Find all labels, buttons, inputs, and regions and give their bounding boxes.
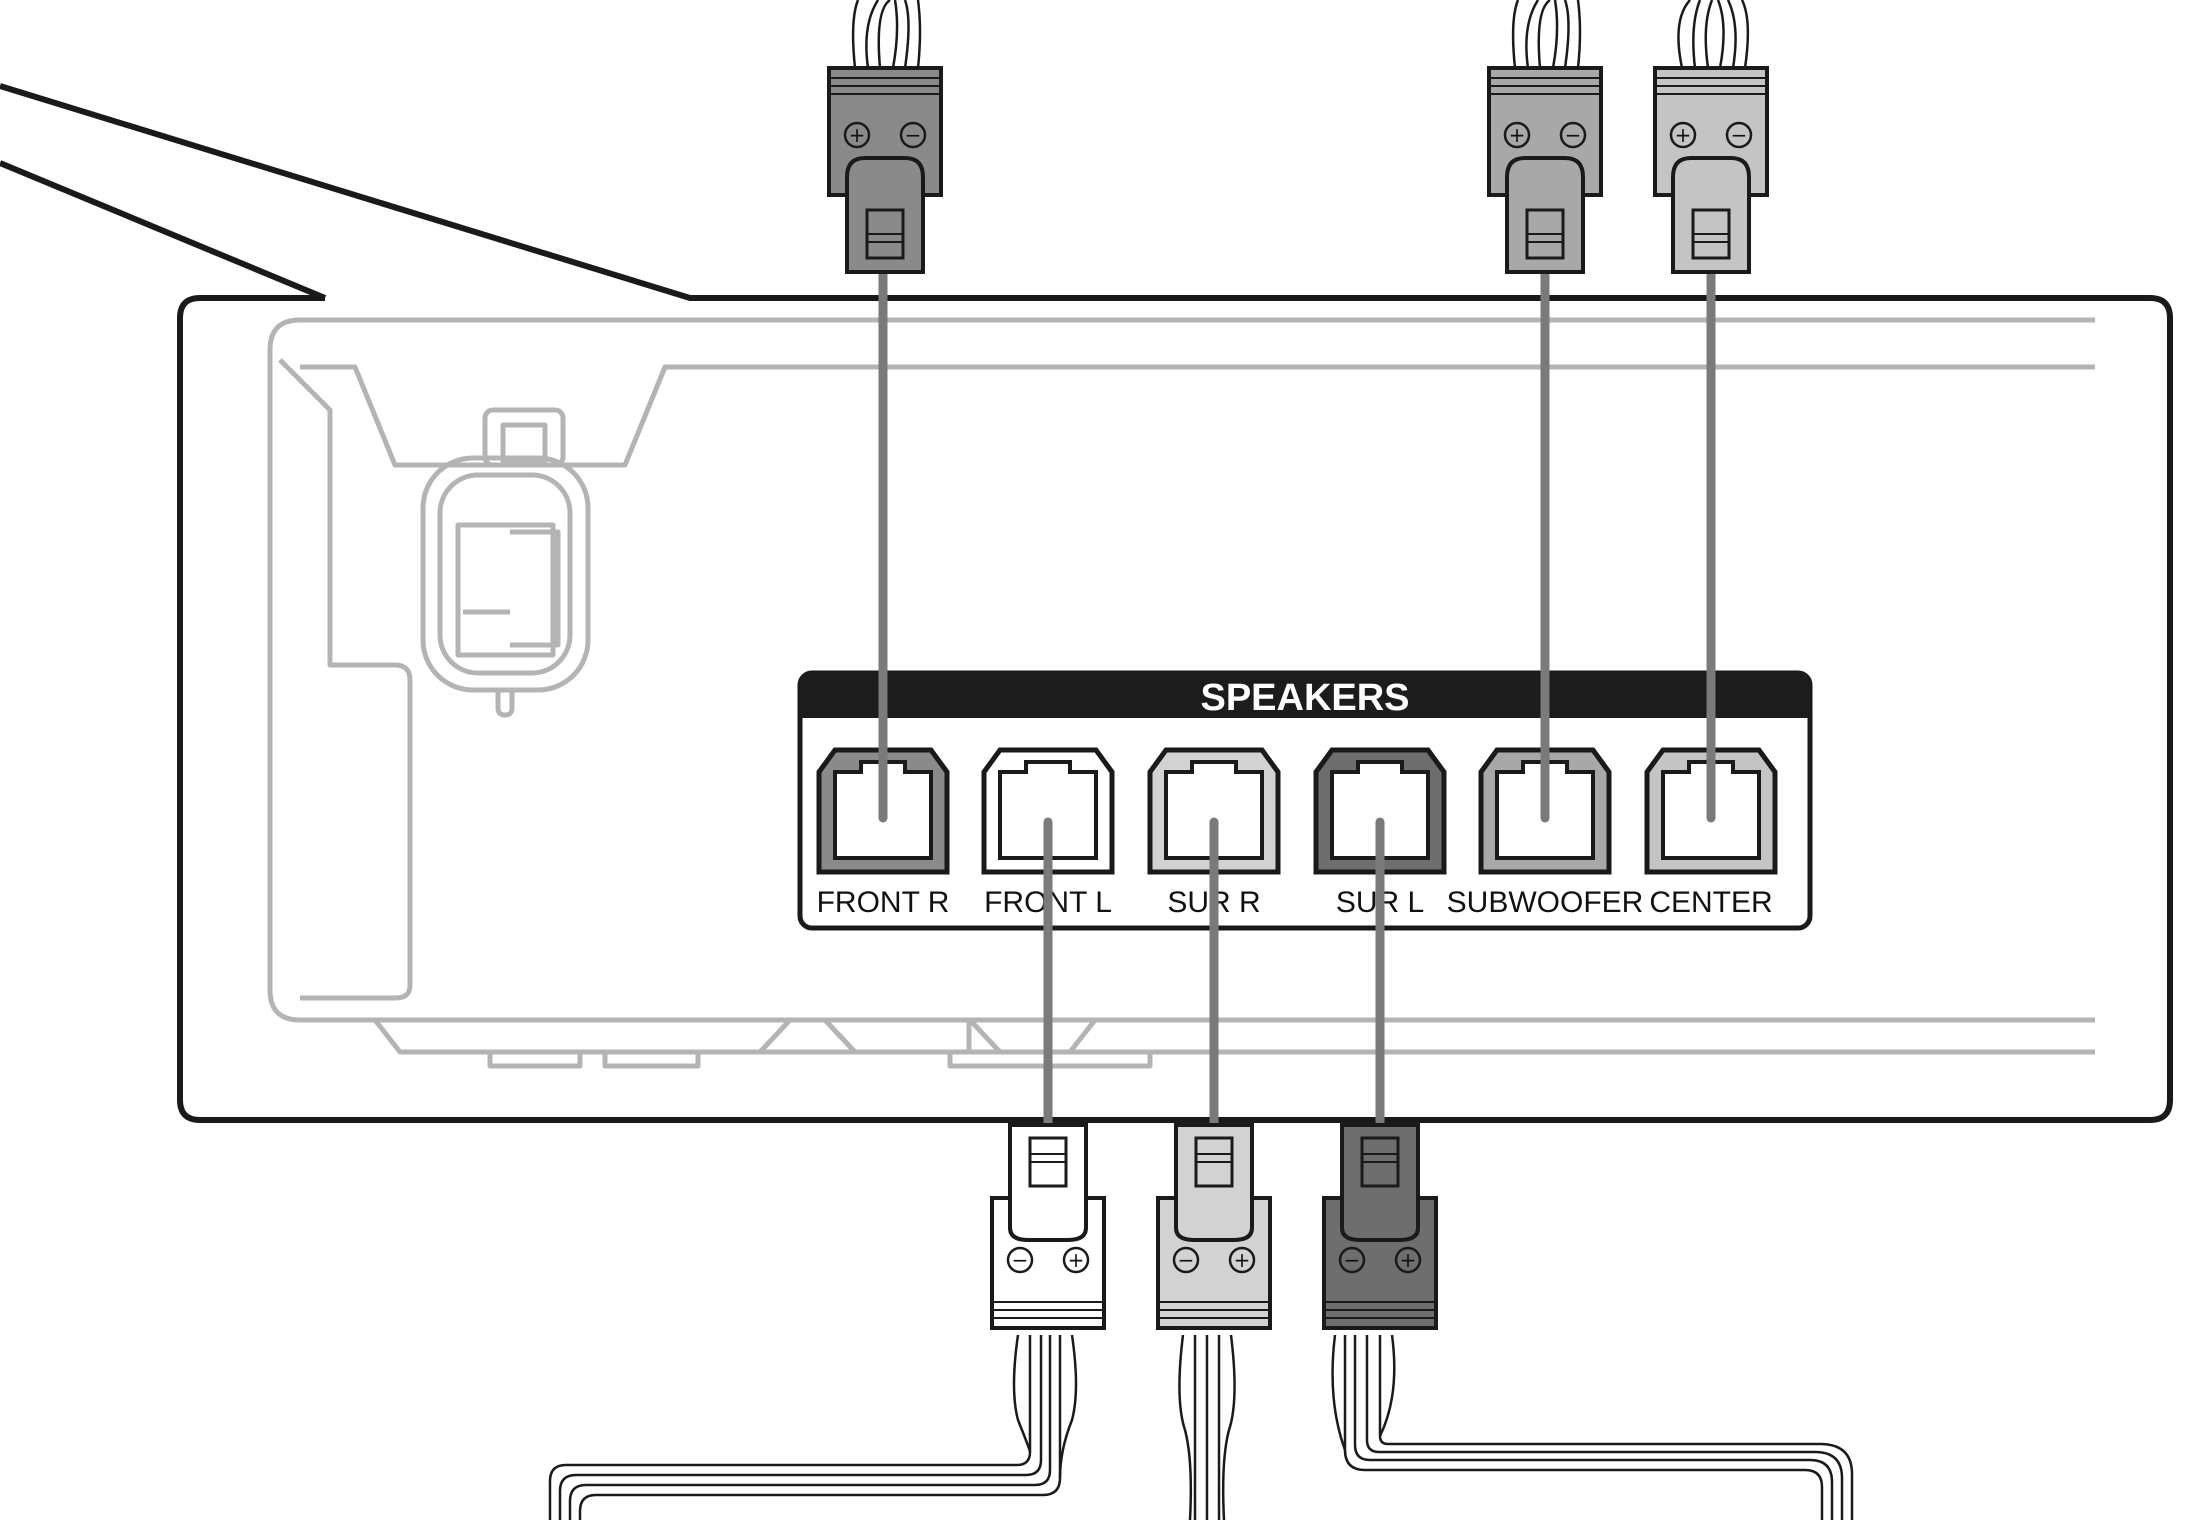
wire-bundle-subwoofer <box>1511 0 1582 69</box>
wire-bundle-front-l <box>548 1334 1078 1520</box>
plug-tip-front-r <box>845 156 925 274</box>
minus-icon: − <box>905 123 922 147</box>
minus-icon: − <box>1178 1248 1195 1272</box>
minus-icon: − <box>1731 123 1748 147</box>
speaker-cables <box>878 267 1716 1130</box>
port-opening-sur-l <box>1330 760 1430 860</box>
bottom-wire-bundles <box>548 1334 1854 1520</box>
plus-icon: + <box>1400 1248 1417 1272</box>
plug-body-sur-r <box>1156 1196 1272 1330</box>
port-label-front-r: FRONT R <box>817 886 950 919</box>
panel-title: SPEAKERS <box>1200 677 1409 719</box>
top-wire-bundles <box>851 0 1750 69</box>
wire-bundle-sur-r <box>1178 1334 1236 1520</box>
plus-icon: + <box>1675 123 1692 147</box>
minus-icon: − <box>1344 1248 1361 1272</box>
plug-front-l[interactable]: −+ <box>990 1123 1106 1330</box>
plug-front-r[interactable]: +− <box>827 66 943 274</box>
plus-icon: + <box>849 123 866 147</box>
receiver-housing <box>0 83 2173 1123</box>
minus-icon: − <box>1565 123 1582 147</box>
port-label-subwoofer: SUBWOOFER <box>1447 886 1644 919</box>
wire-bundle-sur-l <box>1331 1334 1854 1520</box>
plug-body-sur-l <box>1322 1196 1438 1330</box>
panel-header-bar <box>800 673 1810 718</box>
power-connector-icon <box>420 407 591 718</box>
housing-top-slant-outer <box>0 83 2173 1123</box>
plus-icon: + <box>1068 1248 1085 1272</box>
wire-bundle-front-r <box>851 0 922 69</box>
port-sur-r[interactable]: SUR R <box>1147 747 1281 919</box>
speaker-plugs: +−−+−+−++−+− <box>827 66 1769 1330</box>
plug-tip-front-l <box>1008 1123 1088 1242</box>
port-opening-front-l <box>998 760 1098 860</box>
plug-tip-subwoofer <box>1505 156 1585 274</box>
minus-icon: − <box>1012 1248 1029 1272</box>
wire-bundle-center <box>1677 0 1750 69</box>
port-label-center: CENTER <box>1649 886 1772 919</box>
plus-icon: + <box>1234 1248 1251 1272</box>
plug-body-front-l <box>990 1196 1106 1330</box>
port-front-l[interactable]: FRONT L <box>981 747 1115 919</box>
plug-tip-center <box>1671 156 1751 274</box>
plug-tip-sur-r <box>1174 1123 1254 1242</box>
plug-center[interactable]: +− <box>1653 66 1769 274</box>
plug-tip-sur-l <box>1340 1123 1420 1242</box>
housing-top-slant-inner <box>0 160 327 301</box>
plug-sur-r[interactable]: −+ <box>1156 1123 1272 1330</box>
plug-subwoofer[interactable]: +− <box>1487 66 1603 274</box>
port-opening-sur-r <box>1164 760 1264 860</box>
plus-icon: + <box>1509 123 1526 147</box>
plug-sur-l[interactable]: −+ <box>1322 1123 1438 1330</box>
housing-inner-details <box>267 317 2095 1069</box>
